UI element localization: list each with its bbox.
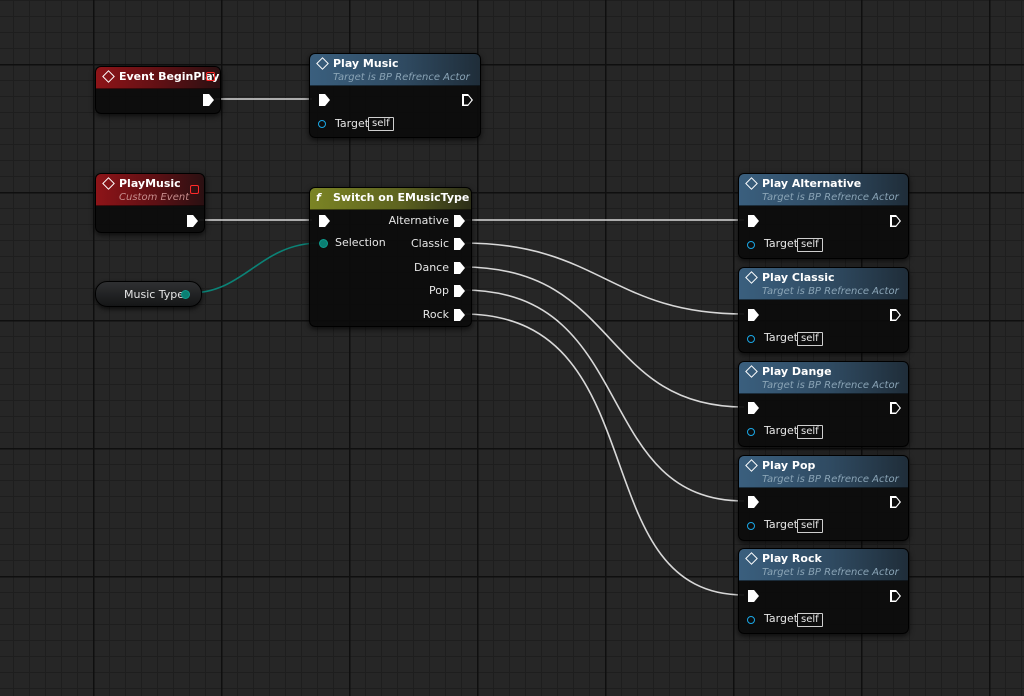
node-title: Play Classic bbox=[762, 271, 835, 284]
node-title: Play Music bbox=[333, 57, 399, 70]
play-classic-header[interactable]: Play Classic Target is BP Refrence Actor bbox=[739, 268, 908, 300]
exec-wire-pop bbox=[462, 289, 745, 502]
switch-function-icon: f bbox=[316, 191, 321, 204]
node-subtitle: Target is BP Refrence Actor bbox=[762, 474, 899, 485]
delegate-pin-icon[interactable] bbox=[190, 185, 199, 194]
target-self-value[interactable]: self bbox=[797, 238, 823, 252]
node-title: PlayMusic bbox=[119, 177, 181, 190]
target-self-value[interactable]: self bbox=[368, 117, 394, 131]
diamond-icon bbox=[316, 57, 329, 70]
output-label-alternative: Alternative bbox=[388, 214, 449, 227]
target-label: Target bbox=[764, 518, 799, 531]
diamond-icon bbox=[745, 459, 758, 472]
enum-wire-musictype-to-selection bbox=[189, 242, 321, 294]
exec-input-pin[interactable] bbox=[748, 309, 759, 321]
exec-output-pin[interactable] bbox=[462, 94, 473, 106]
exec-input-pin[interactable] bbox=[748, 215, 759, 227]
exec-output-pin[interactable] bbox=[890, 402, 901, 414]
output-label-dance: Dance bbox=[414, 261, 449, 274]
output-label-classic: Classic bbox=[410, 237, 449, 250]
target-object-pin-icon[interactable] bbox=[747, 522, 755, 530]
event-beginplay-node[interactable]: Event BeginPlay bbox=[95, 66, 221, 114]
target-object-pin-icon[interactable] bbox=[747, 241, 755, 249]
output-label-pop: Pop bbox=[429, 284, 449, 297]
node-subtitle: Target is BP Refrence Actor bbox=[762, 380, 899, 391]
node-subtitle: Target is BP Refrence Actor bbox=[762, 567, 899, 578]
exec-output-pin-dance[interactable] bbox=[454, 262, 465, 274]
play-pop-function-node[interactable]: Play Pop Target is BP Refrence Actor Tar… bbox=[738, 455, 909, 541]
node-subtitle: Custom Event bbox=[119, 192, 190, 203]
play-rock-function-node[interactable]: Play Rock Target is BP Refrence Actor Ta… bbox=[738, 548, 909, 634]
node-subtitle: Target is BP Refrence Actor bbox=[333, 72, 470, 83]
variable-label: Music Type bbox=[124, 288, 185, 301]
node-title: Play Dange bbox=[762, 365, 832, 378]
target-object-pin-icon[interactable] bbox=[318, 120, 326, 128]
switch-on-emusictype-node[interactable]: f Switch on EMusicType Selection Alterna… bbox=[309, 187, 472, 327]
node-subtitle: Target is BP Refrence Actor bbox=[762, 192, 899, 203]
play-dance-header[interactable]: Play Dange Target is BP Refrence Actor bbox=[739, 362, 908, 394]
play-pop-header[interactable]: Play Pop Target is BP Refrence Actor bbox=[739, 456, 908, 488]
target-label: Target bbox=[764, 424, 799, 437]
exec-input-pin[interactable] bbox=[319, 94, 330, 106]
custom-event-playmusic-node[interactable]: PlayMusic Custom Event bbox=[95, 173, 205, 233]
target-self-value[interactable]: self bbox=[797, 519, 823, 533]
selection-label: Selection bbox=[335, 236, 386, 249]
switch-header[interactable]: f Switch on EMusicType bbox=[310, 188, 471, 210]
target-label: Target bbox=[764, 237, 799, 250]
diamond-icon bbox=[745, 177, 758, 190]
target-self-value[interactable]: self bbox=[797, 425, 823, 439]
target-label: Target bbox=[764, 612, 799, 625]
exec-output-pin[interactable] bbox=[203, 94, 214, 106]
exec-wire-rock bbox=[462, 313, 745, 596]
play-alternative-function-node[interactable]: Play Alternative Target is BP Refrence A… bbox=[738, 173, 909, 259]
exec-output-pin-classic[interactable] bbox=[454, 238, 465, 250]
target-object-pin-icon[interactable] bbox=[747, 616, 755, 624]
diamond-icon bbox=[102, 177, 115, 190]
node-title: Play Rock bbox=[762, 552, 822, 565]
exec-output-pin[interactable] bbox=[890, 309, 901, 321]
exec-wire-classic bbox=[462, 242, 745, 315]
exec-output-pin[interactable] bbox=[890, 590, 901, 602]
exec-output-pin[interactable] bbox=[187, 215, 198, 227]
target-self-value[interactable]: self bbox=[797, 613, 823, 627]
music-type-variable-node[interactable]: Music Type bbox=[95, 281, 202, 307]
exec-output-pin-pop[interactable] bbox=[454, 285, 465, 297]
diamond-icon bbox=[745, 271, 758, 284]
delegate-pin-icon[interactable] bbox=[206, 72, 215, 81]
target-label: Target bbox=[764, 331, 799, 344]
exec-input-pin[interactable] bbox=[748, 402, 759, 414]
exec-input-pin[interactable] bbox=[319, 215, 330, 227]
target-label: Target bbox=[335, 117, 370, 130]
node-subtitle: Target is BP Refrence Actor bbox=[762, 286, 899, 297]
node-title: Play Pop bbox=[762, 459, 816, 472]
play-alternative-header[interactable]: Play Alternative Target is BP Refrence A… bbox=[739, 174, 908, 206]
node-title: Switch on EMusicType bbox=[333, 191, 470, 204]
play-music-header[interactable]: Play Music Target is BP Refrence Actor bbox=[310, 54, 480, 86]
play-rock-header[interactable]: Play Rock Target is BP Refrence Actor bbox=[739, 549, 908, 581]
event-beginplay-header[interactable]: Event BeginPlay bbox=[96, 67, 220, 89]
selection-enum-pin-icon[interactable] bbox=[319, 239, 328, 248]
exec-output-pin[interactable] bbox=[890, 496, 901, 508]
node-title: Event BeginPlay bbox=[119, 70, 220, 83]
exec-output-pin[interactable] bbox=[890, 215, 901, 227]
exec-input-pin[interactable] bbox=[748, 590, 759, 602]
exec-output-pin-rock[interactable] bbox=[454, 309, 465, 321]
play-dance-function-node[interactable]: Play Dange Target is BP Refrence Actor T… bbox=[738, 361, 909, 447]
target-object-pin-icon[interactable] bbox=[747, 428, 755, 436]
diamond-icon bbox=[745, 552, 758, 565]
custom-event-header[interactable]: PlayMusic Custom Event bbox=[96, 174, 204, 206]
output-label-rock: Rock bbox=[422, 308, 449, 321]
enum-output-pin-icon[interactable] bbox=[181, 290, 190, 299]
diamond-icon bbox=[745, 365, 758, 378]
exec-output-pin-alternative[interactable] bbox=[454, 215, 465, 227]
node-title: Play Alternative bbox=[762, 177, 862, 190]
target-object-pin-icon[interactable] bbox=[747, 335, 755, 343]
exec-input-pin[interactable] bbox=[748, 496, 759, 508]
target-self-value[interactable]: self bbox=[797, 332, 823, 346]
diamond-icon bbox=[102, 70, 115, 83]
play-classic-function-node[interactable]: Play Classic Target is BP Refrence Actor… bbox=[738, 267, 909, 353]
play-music-function-node[interactable]: Play Music Target is BP Refrence Actor T… bbox=[309, 53, 481, 138]
exec-wire-dance bbox=[462, 266, 745, 408]
